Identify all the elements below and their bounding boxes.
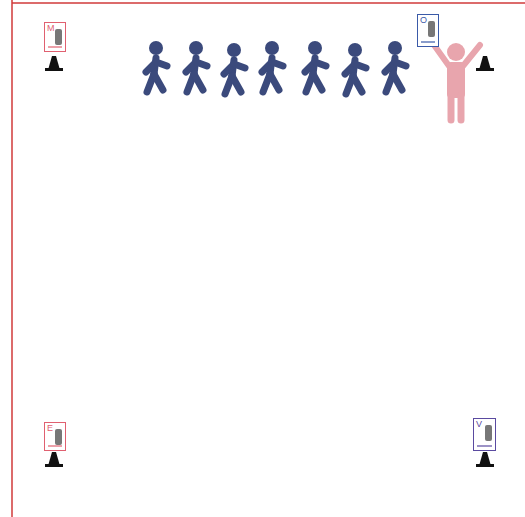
cone-base (476, 68, 494, 71)
cone-base (476, 464, 494, 467)
card-letter: V (476, 419, 482, 429)
child-figure (385, 41, 406, 92)
child-figure (146, 41, 167, 92)
card-caption-bar (477, 445, 492, 447)
cone-base (45, 464, 63, 467)
card-letter: O (420, 15, 427, 25)
child-figure (262, 41, 283, 92)
child-figure (345, 43, 366, 94)
letter-card: O (417, 14, 439, 47)
child-figure (224, 43, 245, 94)
field-border (12, 2, 525, 4)
card-picture (55, 429, 62, 445)
cone (479, 452, 491, 466)
letter-card: V (473, 418, 496, 451)
cone (479, 56, 491, 70)
children-group (146, 41, 406, 94)
card-caption-bar (421, 41, 435, 43)
letter-card: M (44, 22, 66, 52)
cones (45, 56, 494, 467)
cone (48, 452, 60, 466)
card-picture (485, 425, 492, 441)
card-picture (428, 21, 435, 37)
cone-base (45, 68, 63, 71)
child-figure (186, 41, 207, 92)
child-figure (305, 41, 326, 92)
card-caption-bar (48, 46, 62, 48)
card-picture (55, 29, 62, 45)
letter-card: E (44, 422, 66, 451)
field-border (11, 0, 13, 517)
card-letter: E (47, 423, 53, 433)
card-caption-bar (48, 445, 62, 447)
teacher-figure (434, 43, 480, 120)
card-letter: M (47, 23, 55, 33)
cone (48, 56, 60, 70)
